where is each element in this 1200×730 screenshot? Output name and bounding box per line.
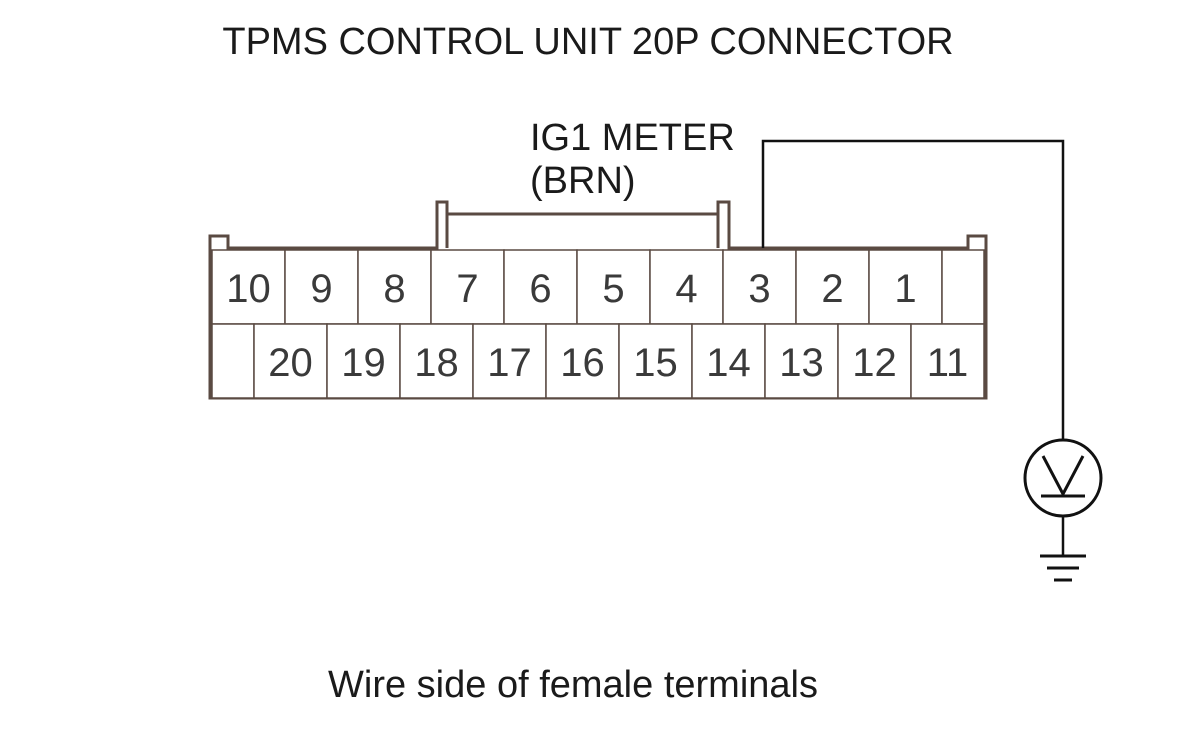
pin-cell xyxy=(837,323,912,399)
pin-number-20: 20 xyxy=(268,341,313,385)
pin-number-12: 12 xyxy=(852,341,897,385)
pin-cell xyxy=(910,323,985,399)
pin-cell xyxy=(253,323,328,399)
pin-number-2: 2 xyxy=(821,267,843,311)
pin-number-14: 14 xyxy=(706,341,751,385)
pin-number-5: 5 xyxy=(602,267,624,311)
pin-cell xyxy=(795,249,870,325)
pin-cell xyxy=(211,323,255,399)
pin-number-15: 15 xyxy=(633,341,678,385)
pin-cell xyxy=(764,323,839,399)
pin-number-7: 7 xyxy=(456,267,478,311)
pin-cell xyxy=(211,249,286,325)
pin-number-1: 1 xyxy=(894,267,916,311)
pin-cell xyxy=(618,323,693,399)
pin-cell xyxy=(722,249,797,325)
pin-number-19: 19 xyxy=(341,341,386,385)
ground-icon xyxy=(1040,516,1086,582)
voltmeter-icon xyxy=(1023,438,1103,518)
terminal-label-line2: (BRN) xyxy=(530,160,636,202)
pin-number-18: 18 xyxy=(414,341,459,385)
pin-cell xyxy=(284,249,359,325)
pin-number-6: 6 xyxy=(529,267,551,311)
pin-number-4: 4 xyxy=(675,267,697,311)
pin-number-9: 9 xyxy=(310,267,332,311)
diagram-title: TPMS CONTROL UNIT 20P CONNECTOR xyxy=(222,21,953,63)
pin-cell xyxy=(941,249,985,325)
pin-number-11: 11 xyxy=(927,341,969,385)
pin-number-16: 16 xyxy=(560,341,605,385)
pin-number-13: 13 xyxy=(779,341,824,385)
diagram-caption: Wire side of female terminals xyxy=(328,664,818,706)
pin-cell xyxy=(545,323,620,399)
test-lead-wire xyxy=(761,139,1065,440)
pin-cell xyxy=(691,323,766,399)
pin-cell xyxy=(357,249,432,325)
pin-cell xyxy=(399,323,474,399)
pin-cell xyxy=(472,323,547,399)
pin-number-17: 17 xyxy=(487,341,532,385)
pin-number-3: 3 xyxy=(748,267,770,311)
pin-number-10: 10 xyxy=(226,267,271,311)
pin-number-8: 8 xyxy=(383,267,405,311)
terminal-label-line1: IG1 METER xyxy=(530,117,735,159)
pin-cell xyxy=(326,323,401,399)
pin-cell xyxy=(868,249,943,325)
